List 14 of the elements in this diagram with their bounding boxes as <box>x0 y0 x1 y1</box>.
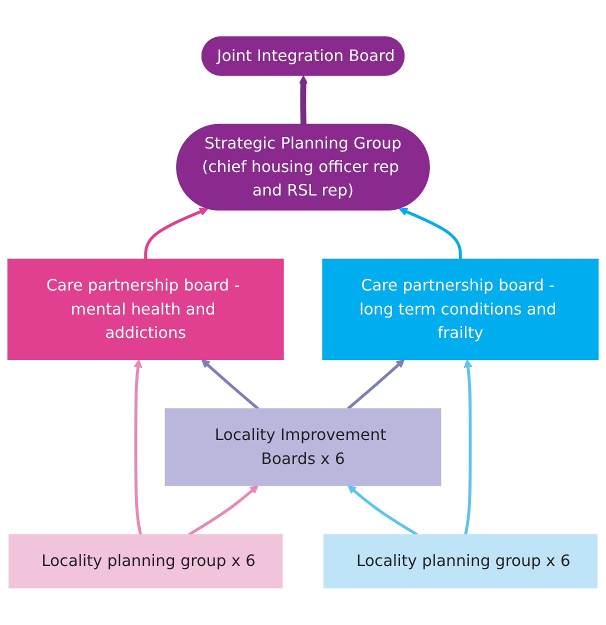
arrow <box>144 208 208 260</box>
arrow <box>134 359 142 536</box>
arrow <box>348 485 418 536</box>
arrow <box>299 76 308 126</box>
node-box: Locality planning group x 6 <box>8 534 283 588</box>
node-box: Care partnership board - mental health and addictions <box>7 258 284 360</box>
arrow <box>188 485 258 536</box>
node-box: Locality Improvement Boards x 6 <box>164 408 442 486</box>
node-box: Locality planning group x 6 <box>323 534 598 588</box>
arrow <box>347 359 405 410</box>
node-box: Care partnership board - long term conditions and frailty <box>322 258 599 360</box>
arrow <box>398 208 462 260</box>
arrow <box>464 359 472 536</box>
arrow <box>201 359 259 410</box>
